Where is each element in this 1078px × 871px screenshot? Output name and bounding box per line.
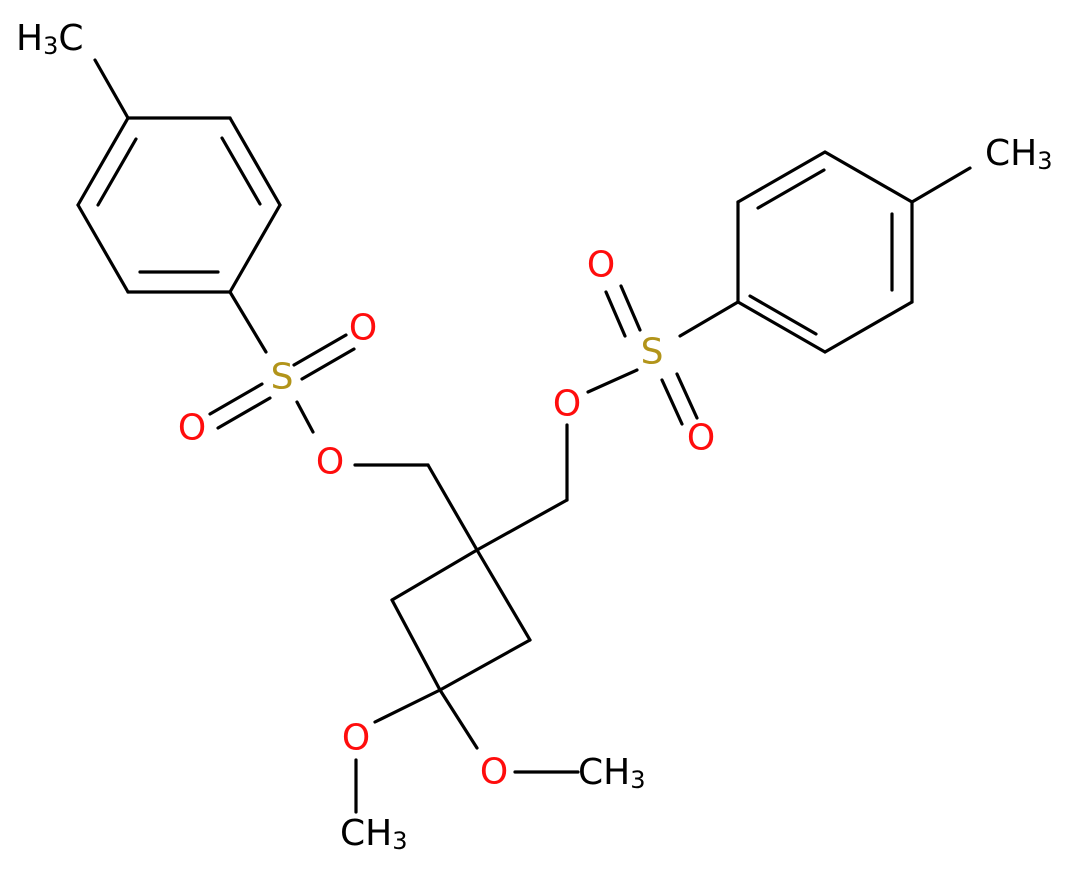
bond <box>736 300 827 354</box>
inner-double-bond <box>220 136 262 206</box>
inner-double-bond <box>96 137 138 207</box>
atom-label-oxygen: O <box>316 442 344 483</box>
bond-s-o-double-b <box>208 382 264 416</box>
atom-label-sulfur-left: S <box>271 357 294 398</box>
bond-ring-s-right <box>678 300 740 338</box>
bond-c-o-methoxy-right <box>438 688 479 750</box>
bond-s-o-double-a <box>292 333 348 367</box>
atom-label-oxygen: O <box>587 245 615 286</box>
bond-s-o-double-c <box>604 290 627 338</box>
atom-label-sulfur-right: S <box>641 332 664 373</box>
bond <box>823 300 914 354</box>
cyclobutane-ring <box>390 548 532 692</box>
atom-label-oxygen: O <box>687 418 715 459</box>
bond-s-o-ester-left <box>295 400 315 434</box>
bond <box>475 548 532 642</box>
bond <box>438 638 532 692</box>
bond-ring-s-left <box>228 290 268 354</box>
bond-ch2-quaternary-right <box>475 498 569 552</box>
left-benzene-ring <box>76 116 282 294</box>
bond <box>390 548 479 602</box>
bond-s-o-double-c2 <box>619 284 642 332</box>
bond <box>736 150 827 204</box>
atom-label-oxygen: O <box>342 718 370 759</box>
bond-c-o-methoxy-left <box>373 688 442 724</box>
inner-double-bond <box>756 168 826 210</box>
atom-label-ch3-top-right: CH3 <box>985 133 1053 176</box>
atom-label-ch3-top-left: H3C <box>16 18 84 61</box>
atom-label-ch3-bottom-right: CH3 <box>578 752 646 795</box>
bond <box>390 598 442 692</box>
bond <box>76 203 130 294</box>
bond <box>823 150 914 204</box>
atom-label-oxygen: O <box>178 408 206 449</box>
atom-label-oxygen: O <box>480 752 508 793</box>
bond <box>228 116 282 207</box>
bond-s-o-double-d2 <box>675 372 699 420</box>
bond-s-o-double-b2 <box>216 396 272 430</box>
bond <box>228 203 282 294</box>
bond-s-o-ester-right <box>586 368 639 394</box>
atom-label-oxygen: O <box>553 384 581 425</box>
atom-label-ch3-bottom-left: CH3 <box>340 813 408 856</box>
bond-methyl-left <box>93 58 130 120</box>
right-benzene-ring <box>736 150 914 354</box>
bond-s-o-double-d <box>660 378 684 426</box>
bond-ch2-quaternary-left <box>426 463 479 552</box>
bond-s-o-double-a2 <box>300 347 356 381</box>
inner-double-bond <box>748 294 818 336</box>
bond-methyl-right <box>910 166 972 204</box>
bond <box>76 116 130 207</box>
atom-label-oxygen: O <box>349 308 377 349</box>
